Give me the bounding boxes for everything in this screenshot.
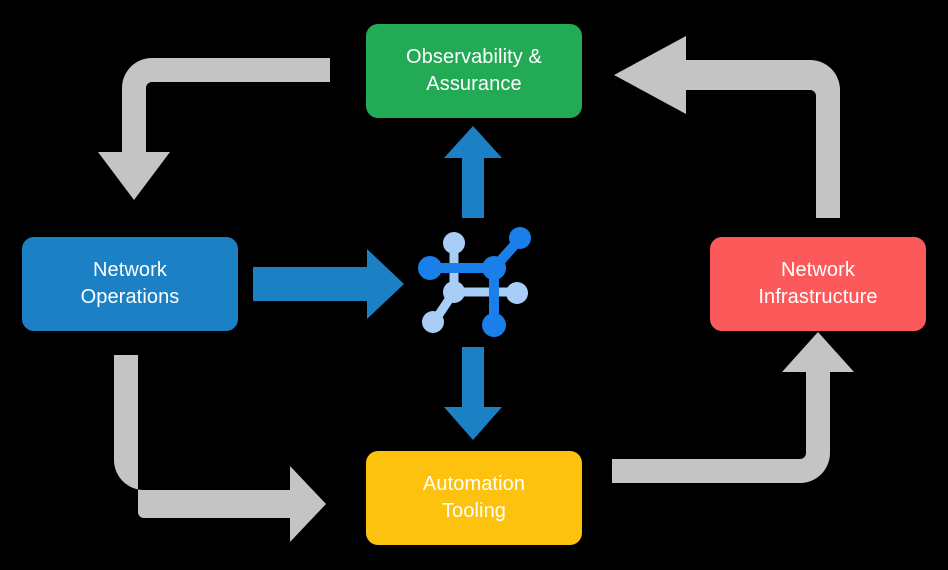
node-label-network-infrastructure-line2: Infrastructure — [758, 286, 878, 308]
topology-light-nodes — [422, 232, 528, 333]
gray-arrow-operations-to-automation — [114, 355, 326, 542]
network-topology-icon-graph — [418, 227, 531, 337]
node-label-network-operations: Network Operations — [81, 257, 180, 311]
node-label-network-infrastructure-line1: Network — [780, 259, 856, 281]
node-label-observability: Observability & Assurance — [406, 44, 542, 98]
blue-arrow-operations-to-center — [253, 249, 404, 319]
node-label-network-operations-line1: Network — [92, 259, 168, 281]
node-label-automation-tooling-line1: Automation — [422, 473, 526, 495]
node-label-observability-line1: Observability & — [406, 46, 542, 68]
node-box-automation-tooling[interactable]: Automation Tooling — [366, 451, 582, 545]
gray-arrow-observability-to-operations — [98, 58, 330, 200]
node-label-automation-tooling-line2: Tooling — [441, 500, 507, 522]
node-label-network-operations-line2: Operations — [80, 286, 180, 308]
gray-arrow-automation-to-infrastructure — [612, 332, 854, 483]
node-box-network-infrastructure[interactable]: Network Infrastructure — [710, 237, 926, 331]
node-label-network-infrastructure: Network Infrastructure — [758, 257, 877, 311]
blue-arrow-center-to-observability — [444, 126, 502, 218]
topology-dark-nodes — [418, 227, 531, 337]
node-box-observability[interactable]: Observability & Assurance — [366, 24, 582, 118]
gray-arrow-infrastructure-to-observability — [614, 36, 840, 218]
node-label-automation-tooling: Automation Tooling — [423, 471, 525, 525]
node-box-network-operations[interactable]: Network Operations — [22, 237, 238, 331]
blue-arrow-center-to-automation — [444, 347, 502, 440]
node-label-observability-line2: Assurance — [426, 73, 522, 95]
